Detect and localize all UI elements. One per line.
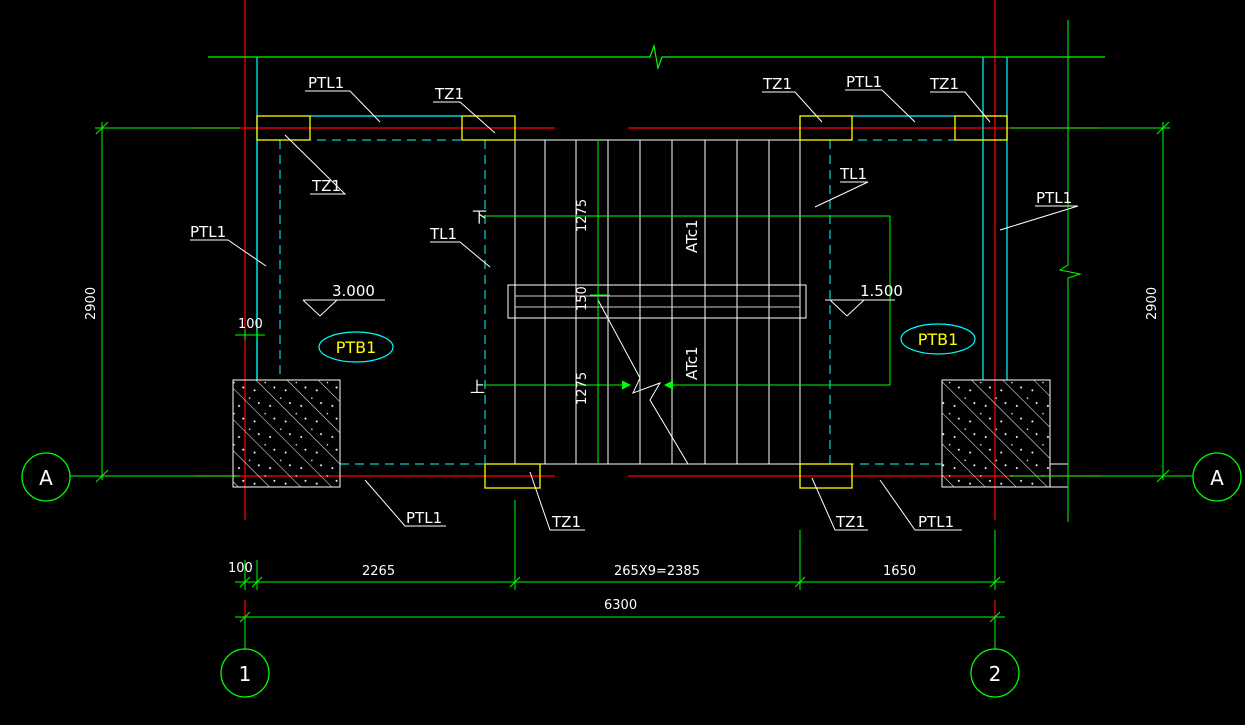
column-tz1-top-left-b	[461, 115, 516, 141]
ptb1-left-ellipse	[318, 331, 394, 363]
dimension-lines	[70, 20, 1193, 650]
axis-bubbles	[21, 452, 1242, 698]
dim-seg-steps: 265X9=2385	[614, 564, 700, 579]
elevation-markers	[302, 299, 895, 317]
label-up-marker: 上	[470, 378, 485, 396]
label-tz1-bottom-right: TZ1	[835, 513, 865, 531]
column-tz1-top-left-a	[256, 115, 311, 141]
dim-height-left: 2900	[84, 287, 99, 320]
column-tz1-bottom-right	[799, 463, 853, 489]
column-tz1-top-right-a	[799, 115, 853, 141]
leader-lines	[190, 89, 1079, 531]
axis-label-1: 1	[239, 662, 252, 686]
columns	[256, 115, 1008, 489]
wall-block-right	[941, 379, 1051, 488]
hidden-beam-lines	[257, 139, 984, 465]
label-tz1-top-right-b: TZ1	[929, 75, 959, 93]
column-tz1-top-right-b	[954, 115, 1008, 141]
axis-label-2: 2	[989, 662, 1002, 686]
label-ptb1-left: PTB1	[336, 338, 377, 357]
dim-flight-lower: 1275	[575, 372, 590, 405]
dim-seg-1650: 1650	[883, 564, 916, 579]
label-ptl1-bottom-right: PTL1	[918, 513, 954, 531]
elevation-right-landing: 1.500	[860, 282, 903, 300]
label-ptl1-right: PTL1	[1036, 189, 1072, 207]
label-ptb1-right: PTB1	[918, 330, 959, 349]
axis-label-a-right: A	[1210, 466, 1224, 490]
dim-total: 6300	[604, 598, 637, 613]
label-tz1-top-left-b: TZ1	[434, 85, 464, 103]
dim-gap: 150	[575, 286, 590, 311]
label-ptl1-left: PTL1	[190, 223, 226, 241]
top-break-line	[208, 43, 1105, 71]
label-ptl1-top-left: PTL1	[308, 74, 344, 92]
wall-outlines	[256, 57, 1008, 380]
column-tz1-bottom-left	[484, 463, 541, 489]
label-down-marker: 下	[472, 208, 487, 226]
stair-flight	[507, 139, 807, 465]
dim-seg-2265: 2265	[362, 564, 395, 579]
label-atc1-upper: ATc1	[683, 219, 701, 253]
dim-height-right: 2900	[1145, 287, 1160, 320]
dim-flight-upper: 1275	[575, 199, 590, 232]
dim-wall-thickness: 100	[238, 317, 263, 332]
ptb1-right-ellipse	[900, 323, 976, 355]
dim-seg-100: 100	[228, 561, 253, 576]
label-ptl1-top-right: PTL1	[846, 73, 882, 91]
label-tz1-bottom-left: TZ1	[551, 513, 581, 531]
label-ptl1-bottom-left: PTL1	[406, 509, 442, 527]
wall-block-left	[232, 379, 341, 488]
label-tz1-top-right-a: TZ1	[762, 75, 792, 93]
label-tl1-right: TL1	[839, 165, 867, 183]
label-atc1-lower: ATc1	[683, 346, 701, 380]
axis-label-a-left: A	[39, 466, 53, 490]
elevation-left-landing: 3.000	[332, 282, 375, 300]
grid-axis-lines	[195, 0, 1100, 618]
label-tl1-left: TL1	[429, 225, 457, 243]
label-tz1-top-left-a: TZ1	[311, 177, 341, 195]
